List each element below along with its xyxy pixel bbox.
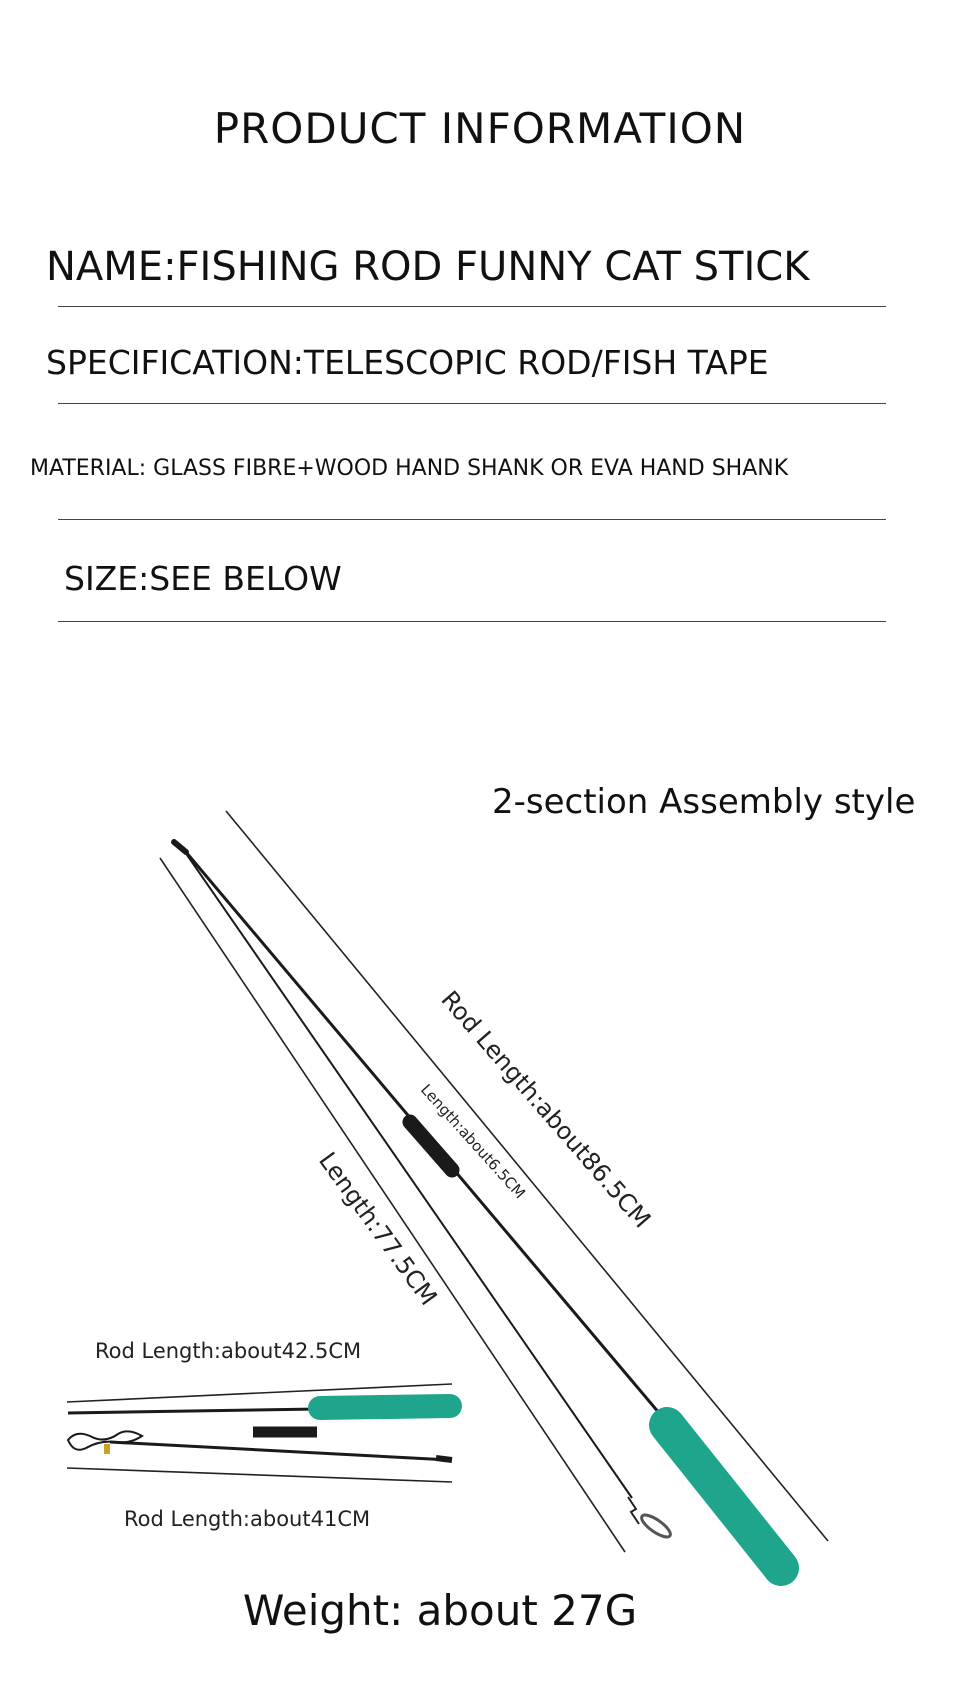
page-title: PRODUCT INFORMATION <box>213 104 747 153</box>
rod-joint <box>402 1114 460 1178</box>
label-rod-length-short-a: Rod Length:about42.5CM <box>95 1339 361 1363</box>
rod-tip <box>171 839 189 855</box>
label-rod-length-long: Rod Length:about86.5CM <box>435 986 656 1234</box>
short-rod-handle <box>308 1394 462 1420</box>
divider <box>58 621 886 622</box>
guide-line-string <box>159 857 626 1553</box>
string-coil-icon <box>66 1430 144 1454</box>
label-line-length: Length:77.5CM <box>313 1147 443 1311</box>
short-rod-a <box>67 1407 319 1415</box>
guide-line-long <box>225 810 829 1542</box>
spec-specification: SPECIFICATION:TELESCOPIC ROD/FISH TAPE <box>46 343 769 382</box>
label-rod-length-short-b: Rod Length:about41CM <box>124 1507 370 1531</box>
short-rod-b <box>109 1440 451 1462</box>
weight-label: Weight: about 27G <box>242 1586 638 1635</box>
divider <box>58 519 886 520</box>
divider <box>58 403 886 404</box>
short-rod-b-tip <box>435 1455 453 1463</box>
divider <box>58 306 886 307</box>
guide-line-short-bottom <box>66 1467 453 1483</box>
fishing-line <box>184 851 633 1499</box>
spec-material: MATERIAL: GLASS FIBRE+WOOD HAND SHANK OR… <box>30 456 789 481</box>
swivel-clip-icon <box>627 1496 672 1539</box>
spec-size: SIZE:SEE BELOW <box>64 559 342 598</box>
guide-line-short-top <box>66 1383 453 1403</box>
spec-name: NAME:FISHING ROD FUNNY CAT STICK <box>46 244 810 290</box>
assembly-style-label: 2-section Assembly style <box>492 782 916 822</box>
rod-handle <box>649 1407 799 1586</box>
